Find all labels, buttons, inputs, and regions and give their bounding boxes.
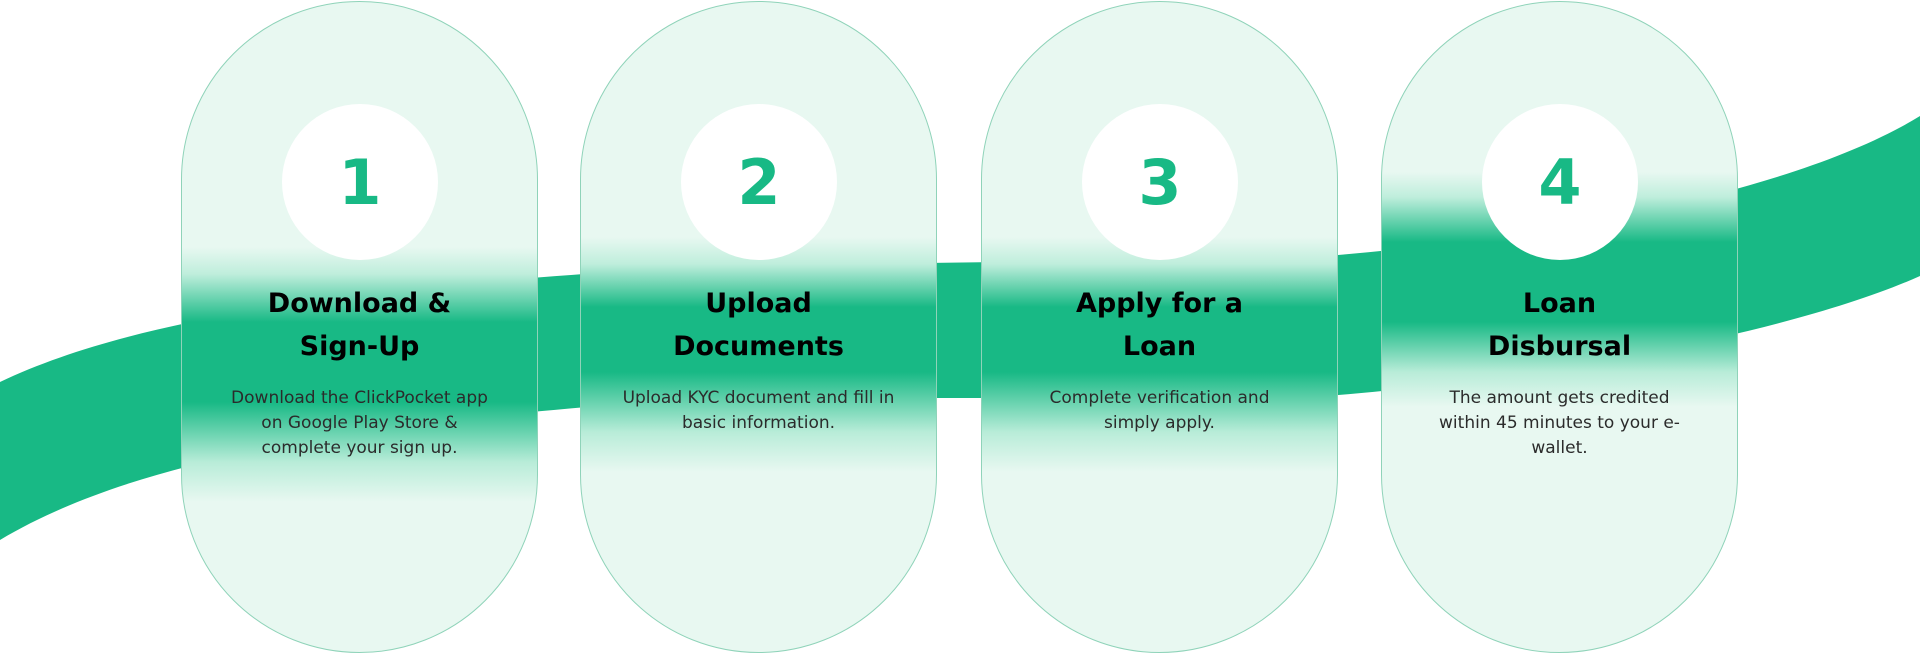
- step-title-line: Loan: [1522, 288, 1597, 319]
- step-number-badge: 3: [1082, 104, 1238, 260]
- step-card-3: 3 Apply for a Loan Complete verification …: [981, 1, 1338, 653]
- step-description: Complete verification and simply apply.: [1049, 388, 1270, 433]
- step-title-line: Loan: [1122, 331, 1197, 362]
- step-title-line: Disbursal: [1487, 331, 1632, 362]
- step-title-line: Download &: [267, 288, 452, 319]
- step-title-line: Upload: [705, 288, 812, 319]
- step-description: Upload KYC document and fill in basic in…: [622, 388, 895, 433]
- step-number-badge: 2: [681, 104, 837, 260]
- step-card-1: 1 Download & Sign-Up Download the ClickPo…: [181, 1, 538, 653]
- step-title-line: Sign-Up: [299, 331, 420, 362]
- step-title: Download & Sign-Up: [182, 282, 537, 368]
- step-description: Download the ClickPocket app on Google P…: [231, 388, 488, 458]
- step-number-badge: 4: [1482, 104, 1638, 260]
- step-title-line: Apply for a: [1075, 288, 1244, 319]
- step-description: The amount gets credited within 45 minut…: [1439, 388, 1680, 458]
- step-number-badge: 1: [282, 104, 438, 260]
- step-title-line: Documents: [673, 331, 844, 362]
- step-title: Apply for a Loan: [982, 282, 1337, 368]
